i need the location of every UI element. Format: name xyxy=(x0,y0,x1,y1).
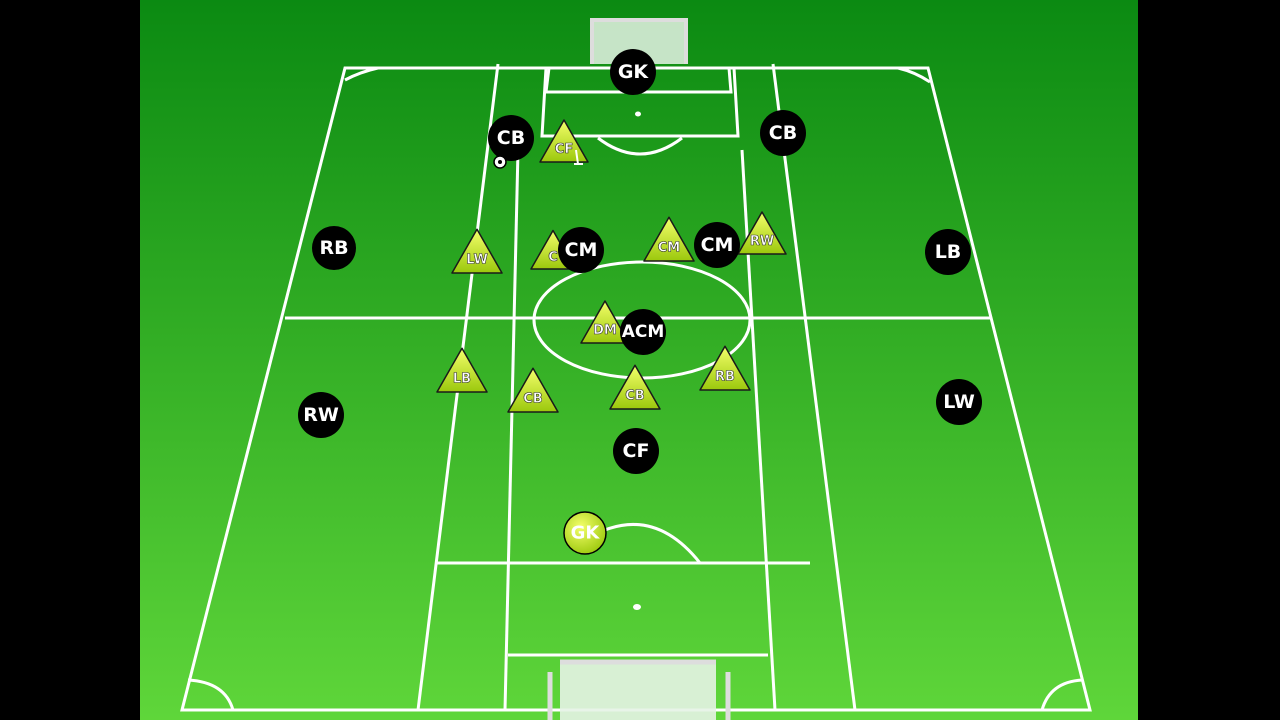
corner-arc xyxy=(187,678,235,711)
black-player-label: RB xyxy=(319,237,348,259)
black-player: LW xyxy=(936,379,982,425)
black-player-label: RW xyxy=(303,404,339,426)
yellow-player-marker xyxy=(507,367,559,413)
yellow-player-label: C xyxy=(548,250,558,265)
yellow-player: DM xyxy=(580,300,630,344)
black-player: CM xyxy=(694,222,740,268)
yellow-player: LB xyxy=(436,347,488,393)
training-cone-icon xyxy=(574,149,583,165)
black-player: CB xyxy=(760,110,806,156)
top-penalty-box xyxy=(540,67,740,138)
black-player: CM xyxy=(558,227,604,273)
yellow-player-label: RB xyxy=(715,369,735,384)
black-player-label: CB xyxy=(497,127,525,149)
yellow-goalkeeper-label: GK xyxy=(571,523,601,544)
bottom-penalty-box xyxy=(503,149,520,711)
black-player-label: CM xyxy=(565,239,598,261)
corner-arc xyxy=(897,66,931,84)
black-player: RB xyxy=(312,226,356,270)
yellow-player-marker xyxy=(609,364,661,410)
black-team: GK CB CB RB CM CM LB ACM RW LW CF xyxy=(298,49,982,474)
black-player-label: CM xyxy=(701,234,734,256)
yellow-player-label: CB xyxy=(523,391,542,406)
top-penalty-arc xyxy=(597,136,683,156)
black-player-label: GK xyxy=(618,61,650,83)
yellow-player-marker xyxy=(451,228,503,274)
yellow-player-label: CF xyxy=(555,142,573,157)
yellow-player-marker xyxy=(737,211,787,255)
yellow-goalkeeper: GK xyxy=(563,511,607,555)
black-player-marker xyxy=(620,309,666,355)
black-player-marker xyxy=(936,379,982,425)
black-player-marker xyxy=(488,115,534,161)
black-player: CB xyxy=(488,115,534,161)
yellow-player: RB xyxy=(699,345,751,391)
black-player-marker xyxy=(312,226,356,270)
corner-arc xyxy=(1040,678,1083,711)
black-player-marker xyxy=(613,428,659,474)
yellow-player-label: CM xyxy=(658,240,680,255)
black-player-marker xyxy=(760,110,806,156)
corner-arc xyxy=(344,66,379,82)
bottom-goal xyxy=(547,659,731,720)
yellow-team: CF LW C CM RW DM LB CB CB RB xyxy=(436,119,787,413)
black-player-marker xyxy=(610,49,656,95)
pitch-boundary xyxy=(180,66,1092,712)
yellow-player-marker xyxy=(436,347,488,393)
black-player-label: CB xyxy=(769,122,797,144)
yellow-player-label: CB xyxy=(625,388,644,403)
black-player-marker xyxy=(925,229,971,275)
black-player-label: CF xyxy=(623,440,650,462)
black-player: CF xyxy=(613,428,659,474)
black-player-label: LW xyxy=(943,391,975,413)
yellow-player: CM xyxy=(643,216,695,262)
yellow-player: CB xyxy=(507,367,559,413)
yellow-player-marker xyxy=(643,216,695,262)
black-player-marker xyxy=(558,227,604,273)
black-player-label: LB xyxy=(935,241,962,263)
yellow-player-label: LB xyxy=(453,371,471,386)
channel-line xyxy=(771,63,857,711)
soccer-ball-icon xyxy=(493,155,507,169)
yellow-player-marker xyxy=(699,345,751,391)
black-player: RW xyxy=(298,392,344,438)
black-player-marker xyxy=(694,222,740,268)
yellow-player-label: RW xyxy=(750,234,774,249)
black-player-marker xyxy=(298,392,344,438)
yellow-player: CB xyxy=(609,364,661,410)
yellow-player: RW xyxy=(737,211,787,255)
penalty-spot xyxy=(633,604,641,610)
black-player: ACM xyxy=(620,309,666,355)
yellow-player: LW xyxy=(451,228,503,274)
top-goal xyxy=(590,18,688,64)
yellow-player-label: LW xyxy=(466,252,488,267)
penalty-spot xyxy=(635,111,641,117)
black-player: LB xyxy=(925,229,971,275)
pitch-background xyxy=(140,0,1138,720)
black-player-label: ACM xyxy=(622,322,665,342)
yellow-player-label: DM xyxy=(593,323,617,338)
black-player: GK xyxy=(610,49,656,95)
yellow-player-marker xyxy=(580,300,630,344)
